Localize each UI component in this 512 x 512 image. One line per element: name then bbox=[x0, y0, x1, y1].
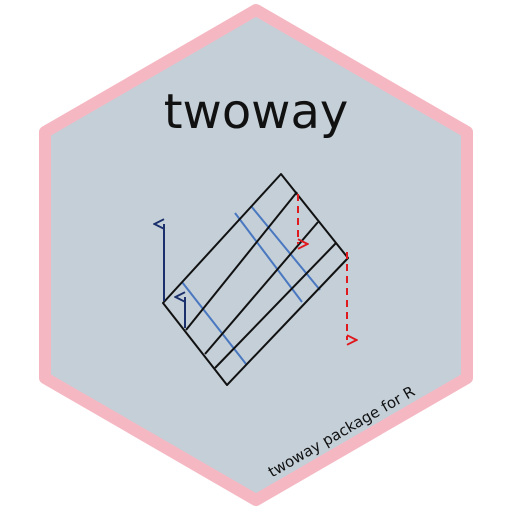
blue-lines bbox=[181, 205, 321, 365]
twoway-grid-diagram bbox=[163, 173, 348, 386]
sticker-title: twoway bbox=[164, 84, 349, 140]
hexagon-background bbox=[39, 4, 473, 506]
